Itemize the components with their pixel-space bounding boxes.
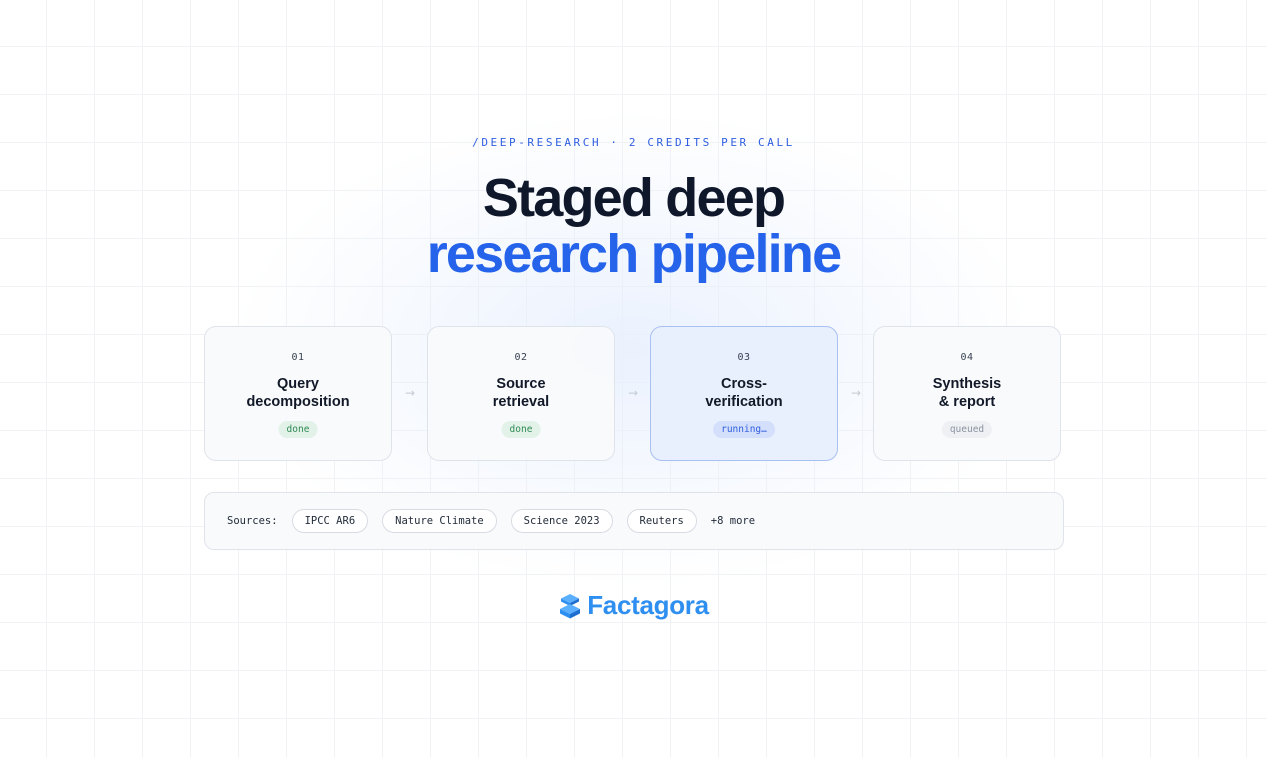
stage-label: Query decomposition — [246, 376, 350, 410]
stage-label: Cross- verification — [705, 376, 783, 410]
source-chip-science-2023[interactable]: Science 2023 — [510, 509, 613, 533]
stage-label: Source retrieval — [492, 376, 550, 410]
source-chip-ipcc-ar6[interactable]: IPCC AR6 — [291, 509, 369, 533]
status-badge: running… — [713, 421, 775, 438]
page-title-line-2: research pipeline — [426, 224, 842, 284]
status-badge: queued — [941, 421, 993, 438]
source-chip-nature-climate[interactable]: Nature Climate — [382, 509, 497, 533]
stage-label: Synthesis & report — [932, 376, 1002, 410]
status-badge: done — [278, 421, 318, 438]
page-title-line-1: Staged deep — [482, 168, 786, 228]
arrow-right-icon: → — [405, 386, 416, 400]
stage-number: 02 — [514, 352, 528, 363]
pipeline-stage-source-retrieval: 02 Source retrieval done — [427, 326, 615, 461]
stage-number: 04 — [960, 352, 974, 363]
pipeline-stage-cross-verification: 03 Cross- verification running… — [650, 326, 838, 461]
more-sources-link[interactable]: +8 more — [710, 515, 756, 527]
stacked-cubes-icon — [560, 593, 581, 618]
sources-label: Sources: — [227, 515, 278, 527]
arrow-right-icon: → — [628, 386, 639, 400]
brand-name: Factagora — [587, 590, 709, 620]
status-badge: done — [501, 421, 541, 438]
pipeline-stage-synthesis-report: 04 Synthesis & report queued — [873, 326, 1061, 461]
stage-number: 03 — [737, 352, 751, 363]
arrow-right-icon: → — [851, 386, 862, 400]
source-chip-reuters[interactable]: Reuters — [626, 509, 697, 533]
pipeline-stage-query-decomposition: 01 Query decomposition done — [204, 326, 392, 461]
brand-logo: Factagora — [0, 590, 1267, 621]
endpoint-eyebrow: /DEEP-RESEARCH · 2 CREDITS PER CALL — [472, 136, 795, 149]
stage-number: 01 — [291, 352, 305, 363]
sources-panel: Sources: IPCC AR6 Nature Climate Science… — [204, 492, 1064, 550]
